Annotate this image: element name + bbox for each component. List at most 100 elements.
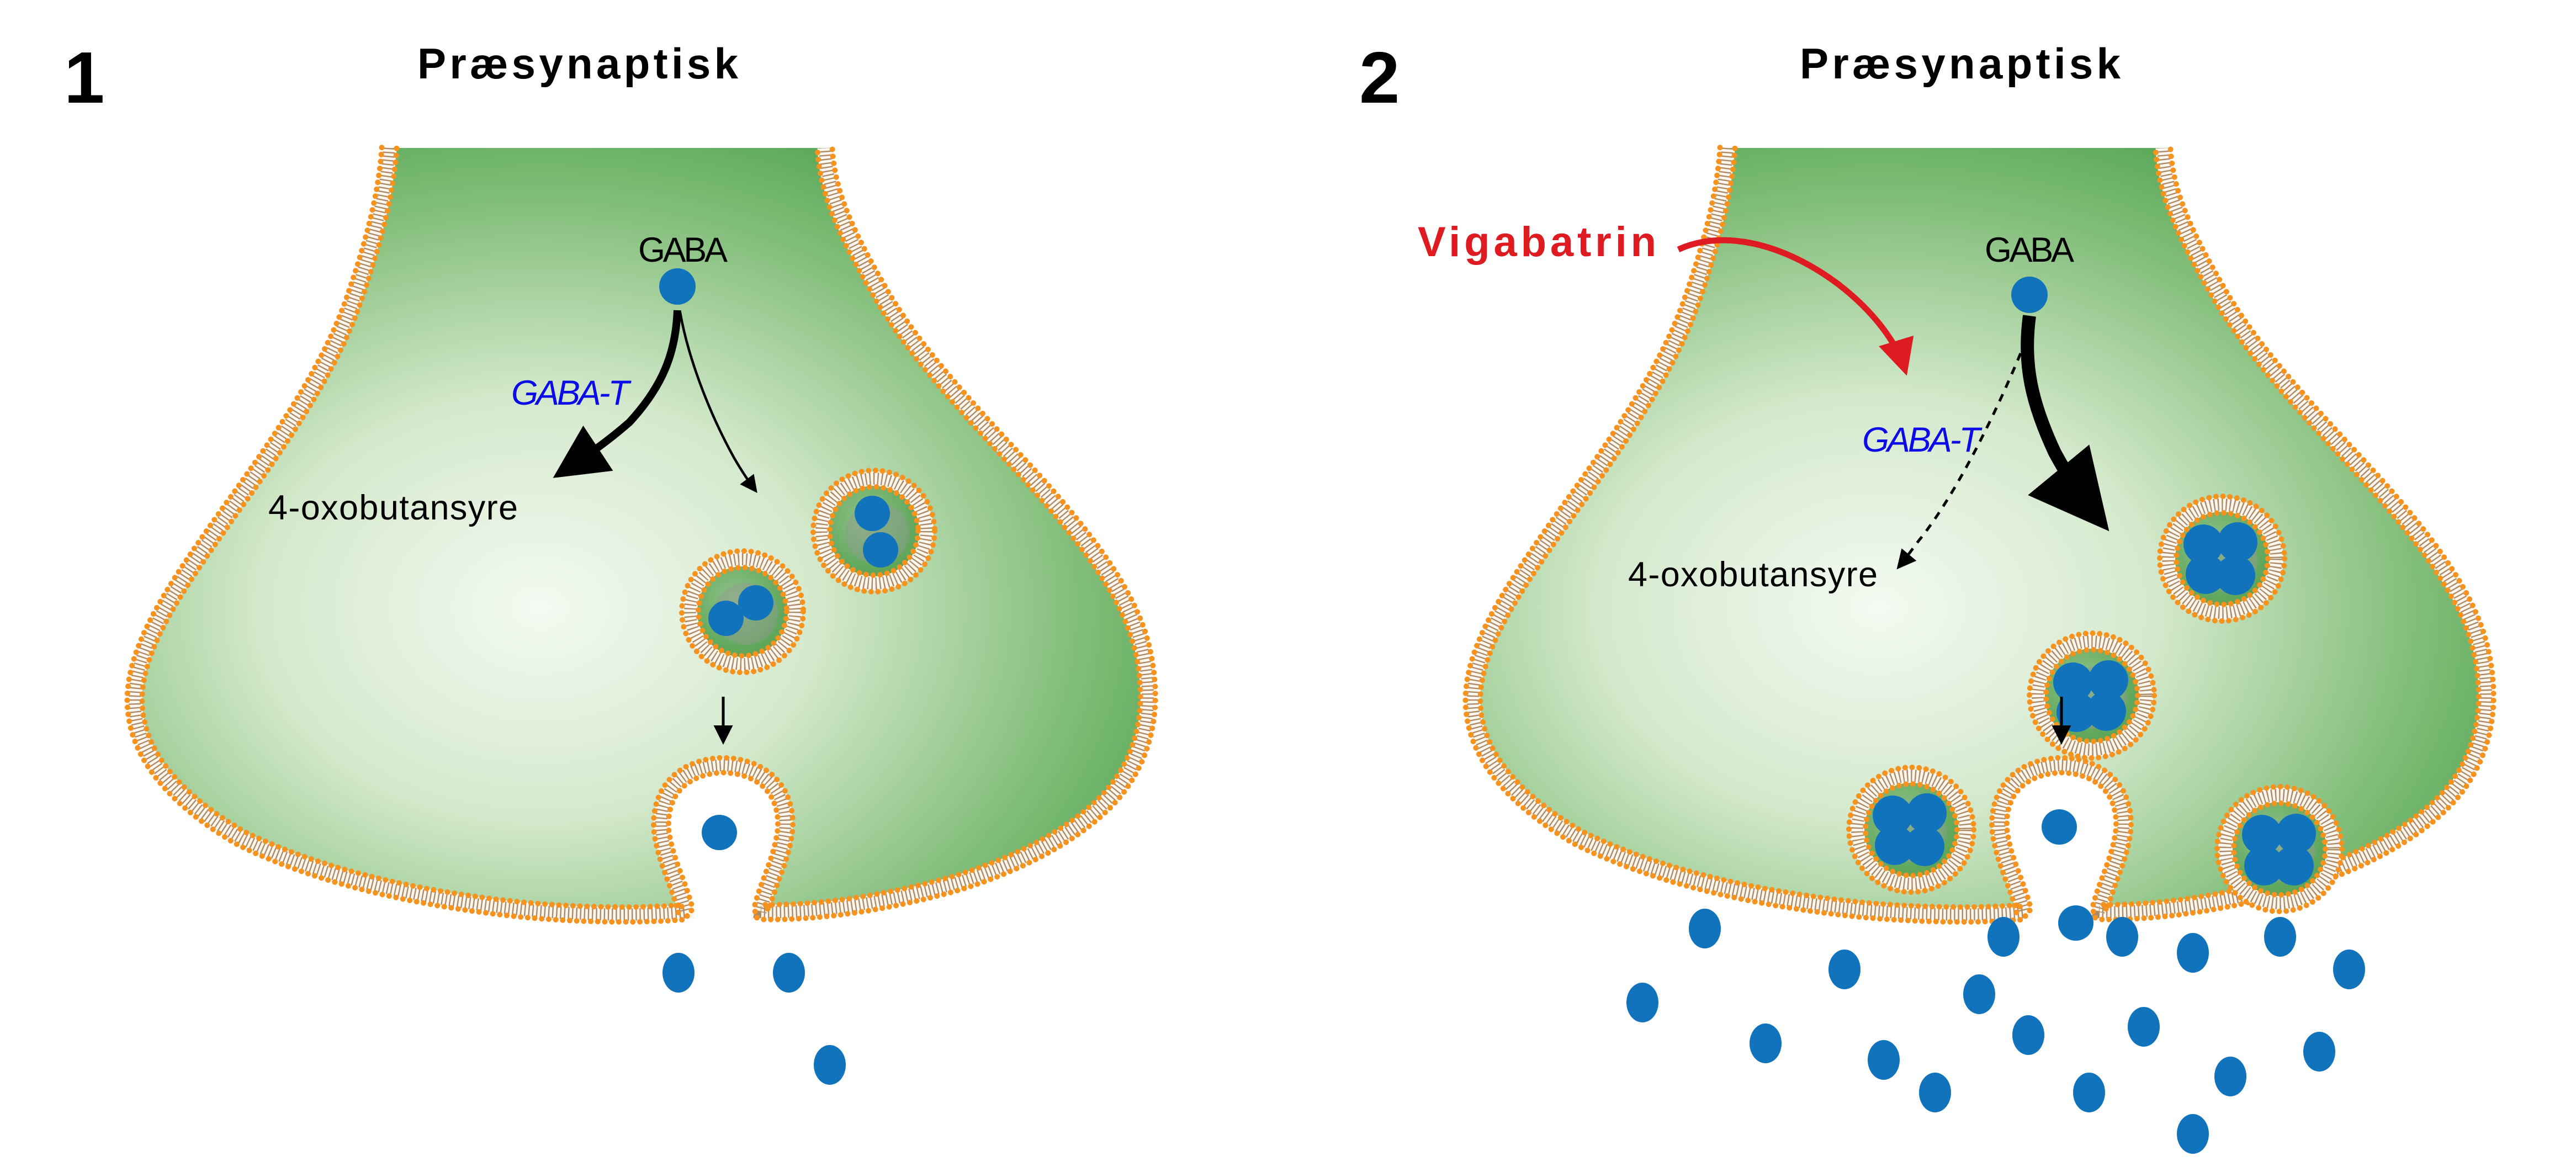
released-gaba-molecule bbox=[2264, 917, 2296, 957]
vesicle-gaba-molecule bbox=[708, 601, 744, 636]
panel-1-presynaptic: 1 Præsynaptisk GABA GABA-T 4-oxobutansyr… bbox=[64, 37, 1158, 1085]
released-gaba-molecule bbox=[1626, 983, 1658, 1022]
membrane-phospholipid-heads bbox=[1462, 145, 2497, 925]
released-gaba-molecule bbox=[2214, 1057, 2246, 1096]
released-gaba-molecule bbox=[2106, 917, 2138, 957]
panel-2-annotations: 2 Præsynaptisk Vigabatrin GABA GABA-T 4-… bbox=[1359, 37, 2122, 745]
vesicle-phospholipid-heads bbox=[827, 484, 921, 578]
panel-2-title: Præsynaptisk bbox=[1800, 39, 2121, 88]
vesicle-phospholipid-heads bbox=[2157, 494, 2287, 624]
vesicle-gaba-molecule bbox=[2274, 846, 2314, 885]
vesicle-gaba-molecule bbox=[855, 496, 890, 531]
membrane-phospholipid-heads bbox=[139, 145, 1143, 920]
released-gaba-molecule bbox=[2073, 1073, 2105, 1112]
panel-1-gaba-t-label: GABA-T bbox=[511, 374, 632, 412]
terminal-membrane-group bbox=[124, 145, 1158, 925]
vesicle-gaba-molecule bbox=[2242, 815, 2282, 855]
terminal-membrane-group bbox=[1462, 145, 2497, 925]
vesicle-gaba-molecule bbox=[2183, 524, 2223, 564]
released-gaba-molecule bbox=[2177, 1114, 2209, 1154]
vesicle-phospholipid-heads bbox=[2043, 647, 2140, 744]
panel-2-vigabatrin-label: Vigabatrin bbox=[1418, 219, 1656, 266]
vesicle-gaba-molecule bbox=[2218, 522, 2257, 562]
vesicle-lipid-tails bbox=[2032, 635, 2152, 756]
vesicle-gaba-molecule bbox=[1905, 826, 1944, 866]
vesicle-phospholipid-heads bbox=[2231, 800, 2328, 898]
gaba-molecule-source bbox=[659, 268, 696, 305]
vesicle-phospholipid-heads bbox=[696, 565, 789, 659]
vesicle-gaba-molecule bbox=[738, 585, 773, 621]
vesicle-gaba-molecule bbox=[2276, 814, 2316, 853]
released-gaba-molecule bbox=[2012, 1015, 2044, 1055]
blocked-degradation-arrow bbox=[1896, 353, 2022, 570]
released-gaba-molecule bbox=[1987, 917, 2020, 957]
gaba-molecule-in-pore bbox=[702, 815, 737, 850]
synaptic-vesicle bbox=[1846, 765, 1976, 895]
vesicle-lipid-tails bbox=[2219, 789, 2340, 909]
membrane-phospholipid-heads bbox=[1477, 145, 2482, 920]
vesicle-gaba-molecule bbox=[2056, 692, 2096, 732]
vesicle-gaba-molecule bbox=[1873, 796, 1912, 835]
panel-2-oxobutansyre-label: 4-oxobutansyre bbox=[1628, 555, 1878, 594]
released-gaba-molecule bbox=[2333, 950, 2365, 989]
released-gaba-molecule bbox=[2303, 1032, 2335, 1072]
panel-1-figure bbox=[124, 145, 1158, 1085]
gaba-t-degradation-arrow bbox=[553, 310, 681, 478]
panel-1-number: 1 bbox=[64, 37, 104, 118]
vesicle-phospholipid-heads bbox=[2214, 784, 2345, 914]
released-gaba-molecule bbox=[1689, 909, 1721, 948]
vesicle-phospholipid-heads bbox=[1863, 781, 1960, 878]
membrane-lipid-tails bbox=[128, 147, 1154, 921]
synaptic-vesicle bbox=[2027, 630, 2157, 761]
presynaptic-terminal-body bbox=[1472, 148, 2487, 915]
vesicle-phospholipid-heads bbox=[679, 548, 806, 675]
released-gaba-molecule bbox=[2177, 933, 2209, 973]
panel-1-oxobutansyre-label: 4-oxobutansyre bbox=[268, 489, 518, 527]
vesicle-lipid-tails bbox=[2162, 499, 2282, 619]
vesicle-gaba-molecule bbox=[1875, 825, 1915, 865]
vesicle-lipid-tails bbox=[815, 473, 932, 590]
released-gaba-molecule bbox=[2128, 1007, 2160, 1047]
panel-1-gaba-label: GABA bbox=[638, 231, 728, 269]
released-gaba-molecule bbox=[1750, 1023, 1782, 1063]
gaba-molecule-in-pore bbox=[2058, 905, 2093, 941]
vesicles-group bbox=[679, 468, 937, 675]
vesicle-lipid-tails bbox=[684, 553, 801, 670]
synaptic-vesicle bbox=[810, 468, 937, 595]
synaptic-vesicle bbox=[2214, 784, 2345, 914]
released-gaba-molecule bbox=[1828, 950, 1861, 989]
panel-2-gaba-t-label: GABA-T bbox=[1862, 421, 1983, 459]
vesicle-gaba-molecule bbox=[863, 532, 898, 568]
released-gaba-molecule bbox=[1963, 974, 1995, 1014]
released-gaba-molecule bbox=[773, 953, 805, 993]
gaba-molecule-in-pore bbox=[2042, 809, 2077, 845]
synaptic-vesicle bbox=[679, 548, 806, 675]
vesicle-gaba-molecule bbox=[2086, 691, 2126, 731]
released-gaba-molecule bbox=[814, 1045, 846, 1085]
vesicle-gaba-molecule bbox=[2186, 554, 2225, 594]
released-gaba-molecule bbox=[1868, 1040, 1900, 1080]
panel-2-number: 2 bbox=[1359, 37, 1400, 118]
vesicle-gaba-molecule bbox=[2053, 662, 2093, 702]
gaba-molecule-source bbox=[2011, 277, 2048, 313]
panel-1-title: Præsynaptisk bbox=[417, 39, 739, 88]
vesicle-lipid-tails bbox=[1851, 770, 1971, 890]
presynaptic-terminal-body bbox=[134, 148, 1148, 915]
vesicle-gaba-molecule bbox=[1907, 793, 1947, 833]
vesicle-gaba-molecule bbox=[2089, 660, 2128, 700]
panel-2-presynaptic: 2 Præsynaptisk Vigabatrin GABA GABA-T 4-… bbox=[1359, 37, 2497, 1154]
vesicle-gaba-molecule bbox=[2244, 846, 2284, 885]
vesicle-gaba-molecule bbox=[2215, 555, 2255, 595]
vesicle-packaging-arrow-strong bbox=[2021, 315, 2109, 532]
vesicles-group bbox=[1846, 494, 2345, 914]
released-gaba-molecule bbox=[1919, 1073, 1951, 1112]
vesicle-packaging-arrow bbox=[679, 312, 757, 494]
membrane-lipid-tails bbox=[1466, 147, 2493, 921]
synaptic-vesicle bbox=[2157, 494, 2287, 624]
vesicle-phospholipid-heads bbox=[1846, 765, 1976, 895]
released-gaba-molecule bbox=[662, 953, 695, 993]
panel-2-gaba-label: GABA bbox=[1985, 231, 2074, 269]
vigabatrin-inhibition-arrow bbox=[1677, 237, 1914, 376]
gaba-molecules-group bbox=[1626, 277, 2365, 1154]
